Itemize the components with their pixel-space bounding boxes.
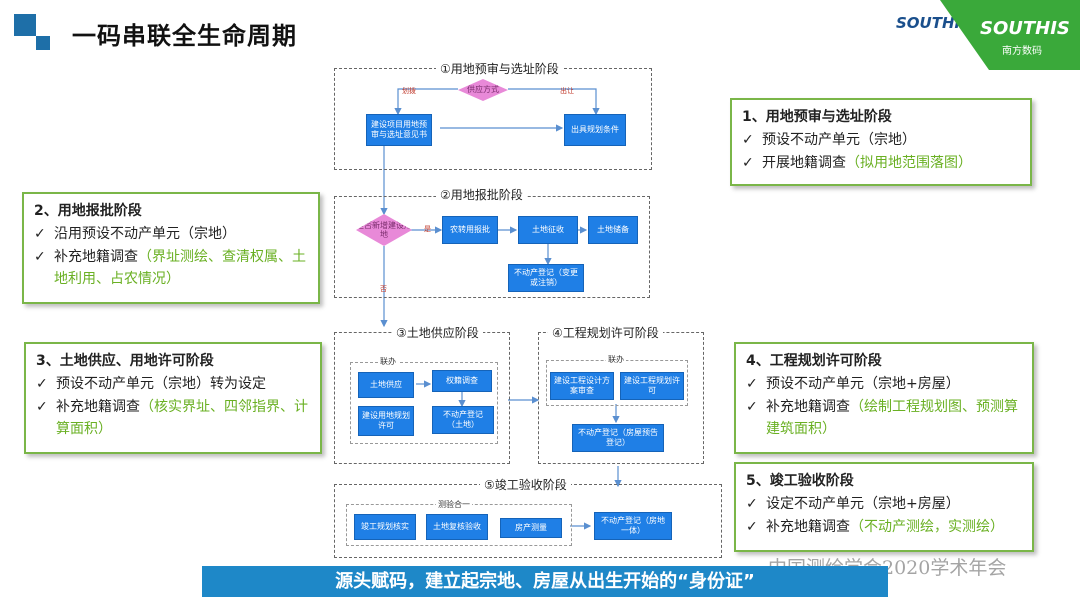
stage5-label: ⑤竣工验收阶段 bbox=[480, 476, 571, 493]
stage5-box-land-acceptance: 土地复核验收 bbox=[426, 514, 488, 540]
stage2-edge-yes: 是 bbox=[424, 225, 431, 233]
check-icon: ✓ bbox=[742, 154, 754, 171]
stage3-box-cadastral-survey: 权籍调查 bbox=[432, 370, 492, 392]
check-icon: ✓ bbox=[36, 398, 48, 415]
stage1-decision: 供应方式 bbox=[458, 79, 508, 101]
callout-stage1-title: 1、用地预审与选址阶段 bbox=[742, 109, 892, 125]
check-icon: ✓ bbox=[34, 226, 46, 243]
callout-stage5-title: 5、竣工验收阶段 bbox=[746, 473, 854, 489]
callout-stage5: 5、竣工验收阶段 ✓ 设定不动产单元（宗地+房屋） ✓ 补充地籍调查（不动产测绘，实… bbox=[734, 462, 1034, 552]
logo-square-small bbox=[36, 36, 50, 50]
brand-logo-main: SOUTHIS bbox=[980, 18, 1070, 39]
stage2-box-reserve: 土地储备 bbox=[588, 216, 638, 244]
callout-stage2: 2、用地报批阶段 ✓ 沿用预设不动产单元（宗地） ✓ 补充地籍调查（界址测绘、查清权… bbox=[22, 192, 320, 304]
bottom-banner: 源头赋码，建立起宗地、房屋从出生开始的“身份证” bbox=[202, 566, 888, 597]
callout-stage4-item1: 预设不动产单元（宗地+房屋） bbox=[766, 376, 960, 393]
callout-stage1: 1、用地预审与选址阶段 ✓ 预设不动产单元（宗地） ✓ 开展地籍调查（拟用地范围落图… bbox=[730, 98, 1032, 186]
callout-stage4: 4、工程规划许可阶段 ✓ 预设不动产单元（宗地+房屋） ✓ 补充地籍调查（绘制工程规… bbox=[734, 342, 1034, 454]
callout-stage4-item2: 补充地籍调查 bbox=[766, 398, 850, 415]
stage2-group bbox=[334, 196, 650, 298]
callout-stage3-item2: 补充地籍调查 bbox=[56, 398, 140, 415]
check-icon: ✓ bbox=[742, 132, 754, 149]
stage2-box-conversion: 农转用报批 bbox=[442, 216, 498, 244]
stage3-joint-label: 联办 bbox=[378, 356, 398, 367]
stage4-box-presale-registration: 不动产登记（房屋预告登记） bbox=[572, 424, 664, 452]
stage2-box-registration: 不动产登记（变更或注销） bbox=[508, 264, 584, 292]
stage3-label: ③土地供应阶段 bbox=[392, 324, 483, 341]
callout-stage1-item1: 预设不动产单元（宗地） bbox=[762, 132, 916, 149]
stage2-edge-no: 否 bbox=[380, 285, 387, 293]
callout-stage2-item2-note: （界址测绘、查清权属、土地利用、占农情况） bbox=[54, 248, 306, 288]
stage1-edge-right: 出让 bbox=[560, 87, 574, 95]
stage3-joint-group bbox=[350, 362, 498, 444]
page-title: 一码串联全生命周期 bbox=[72, 22, 297, 50]
callout-stage5-item2: 补充地籍调查 bbox=[766, 518, 850, 535]
stage3-box-land-supply: 土地供应 bbox=[358, 372, 414, 398]
stage3-box-registration: 不动产登记（土地） bbox=[432, 406, 494, 434]
stage1-edge-left: 划拨 bbox=[402, 87, 416, 95]
callout-stage2-item2: 补充地籍调查 bbox=[54, 248, 138, 265]
stage4-label: ④工程规划许可阶段 bbox=[548, 324, 663, 341]
callout-stage3-title: 3、土地供应、用地许可阶段 bbox=[36, 353, 214, 369]
check-icon: ✓ bbox=[34, 248, 46, 265]
stage4-joint-label: 联办 bbox=[606, 354, 626, 365]
callout-stage1-item2: 开展地籍调查 bbox=[762, 154, 846, 171]
stage4-box-design-review: 建设工程设计方案审查 bbox=[550, 372, 614, 400]
stage5-box-property-survey: 房产测量 bbox=[500, 518, 562, 538]
callout-stage3-item1: 预设不动产单元（宗地）转为设定 bbox=[56, 376, 266, 393]
stage2-box-expropriation: 土地征收 bbox=[518, 216, 578, 244]
callout-stage5-item2-note: （不动产测绘，实测绘） bbox=[850, 518, 1004, 535]
check-icon: ✓ bbox=[746, 518, 758, 535]
callout-stage2-item1: 沿用预设不动产单元（宗地） bbox=[54, 226, 236, 243]
logo-square-large bbox=[14, 14, 36, 36]
stage4-box-construction-permit: 建设工程规划许可 bbox=[620, 372, 684, 400]
callout-stage5-item1: 设定不动产单元（宗地+房屋） bbox=[766, 496, 960, 513]
check-icon: ✓ bbox=[746, 496, 758, 513]
stage1-box-planning-conditions: 出具规划条件 bbox=[564, 114, 626, 146]
stage5-joint-label: 测验合一 bbox=[436, 499, 472, 510]
check-icon: ✓ bbox=[36, 376, 48, 393]
brand-logo-small: SOUTHIS bbox=[896, 14, 971, 32]
stage2-label: ②用地报批阶段 bbox=[436, 186, 527, 203]
stage1-box-preapproval: 建设项目用地预审与选址意见书 bbox=[366, 114, 432, 146]
callout-stage4-item2-note: （绘制工程规划图、预测算建筑面积） bbox=[766, 398, 1018, 438]
callout-stage2-title: 2、用地报批阶段 bbox=[34, 203, 142, 219]
callout-stage1-item2-note: （拟用地范围落图） bbox=[846, 154, 972, 171]
callout-stage4-title: 4、工程规划许可阶段 bbox=[746, 353, 882, 369]
check-icon: ✓ bbox=[746, 376, 758, 393]
stage1-label: ①用地预审与选址阶段 bbox=[436, 60, 563, 77]
callout-stage3-item2-note: （核实界址、四邻指界、计算面积） bbox=[56, 398, 308, 438]
stage5-box-registration: 不动产登记（房地一体） bbox=[594, 512, 672, 540]
check-icon: ✓ bbox=[746, 398, 758, 415]
callout-stage3: 3、土地供应、用地许可阶段 ✓ 预设不动产单元（宗地）转为设定 ✓ 补充地籍调查（核… bbox=[24, 342, 322, 454]
stage5-box-planning-verification: 竣工规划核实 bbox=[354, 514, 416, 540]
stage3-box-land-planning-permit: 建设用地规划许可 bbox=[358, 406, 414, 436]
brand-logo-subtitle: 南方数码 bbox=[1002, 46, 1042, 57]
